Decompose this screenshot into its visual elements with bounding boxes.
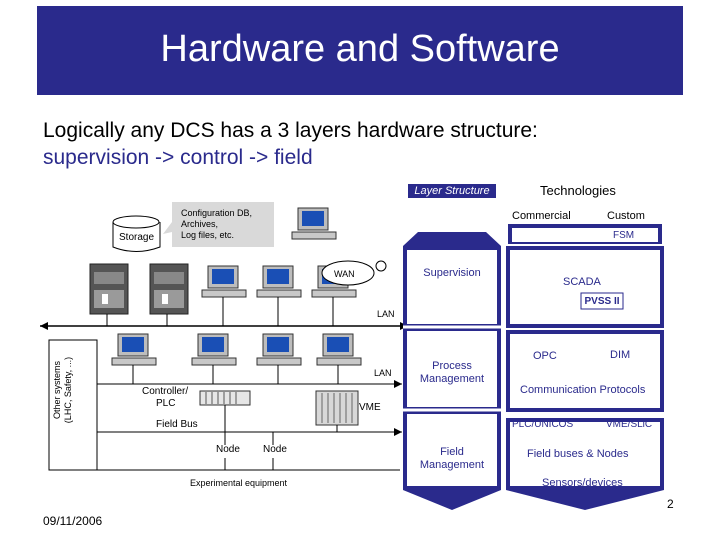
layer-process-management: Process Management: [419, 360, 485, 385]
pvss-logo: PVSS II: [584, 296, 620, 307]
rack-server-icon: [149, 263, 189, 315]
custom-label: Custom: [607, 210, 645, 222]
slide-date: 09/11/2006: [43, 514, 103, 528]
technologies-header: Technologies: [540, 183, 616, 198]
field-buses-label: Field buses & Nodes: [527, 448, 629, 460]
rack-server-icon: [89, 263, 129, 315]
workstation-icon: [256, 333, 302, 366]
callout-pointer: [163, 222, 172, 234]
subtitle-line-2: supervision -> control -> field: [43, 146, 313, 169]
sensors-label: Sensors/devices: [542, 477, 623, 489]
wan-connector-icon: [375, 260, 387, 272]
commercial-label: Commercial: [512, 210, 571, 222]
other-systems-box: [48, 339, 98, 471]
vme-crate-icon: [315, 390, 359, 426]
workstation-icon: [111, 333, 157, 366]
lan-top-label: LAN: [377, 309, 395, 319]
callout-box: [172, 202, 274, 247]
layer-supervision: Supervision: [423, 267, 481, 279]
plc-device-icon: [199, 390, 251, 406]
pvss-logo-box: [580, 292, 624, 310]
opc-label: OPC: [533, 350, 557, 362]
workstation-icon: [316, 333, 362, 366]
callout-text: Configuration DB, Archives, Log files, e…: [181, 208, 253, 240]
vme-label: VME: [359, 402, 381, 413]
node-1-label: Node: [216, 444, 240, 455]
layer-structure-header: Layer Structure: [408, 184, 496, 198]
lan-mid-label: LAN: [374, 368, 392, 378]
plc-unicos-label: PLC/UNICOS: [512, 419, 574, 430]
node-2-label: Node: [263, 444, 287, 455]
scada-label: SCADA: [563, 276, 601, 288]
wan-label: WAN: [334, 269, 355, 279]
subtitle-line-1: Logically any DCS has a 3 layers hardwar…: [43, 119, 538, 142]
experimental-label: Experimental equipment: [190, 478, 288, 488]
wan-cloud-icon: [321, 260, 375, 286]
field-bus-label: Field Bus: [156, 419, 198, 430]
communication-protocols-label: Communication Protocols: [520, 384, 646, 396]
title-bar: [37, 6, 683, 95]
controller-label: Controller/ PLC: [142, 386, 189, 409]
workstation-icon: [191, 333, 237, 366]
workstation-icon: [256, 265, 302, 298]
storage-label: Storage: [119, 232, 155, 243]
vme-slic-label: VME/SLiC: [606, 419, 653, 430]
dim-label: DIM: [610, 349, 631, 361]
storage-cylinder-icon: [112, 215, 161, 252]
other-systems-label: Other systems (LHC, Safety, ...): [52, 356, 73, 424]
page-number: 2: [667, 497, 674, 511]
fsm-label: FSM: [613, 230, 635, 241]
layer-field-management: Field Management: [419, 446, 485, 471]
workstation-icon: [201, 265, 247, 298]
slide-title: Hardware and Software: [160, 28, 560, 70]
workstation-icon: [291, 207, 337, 240]
